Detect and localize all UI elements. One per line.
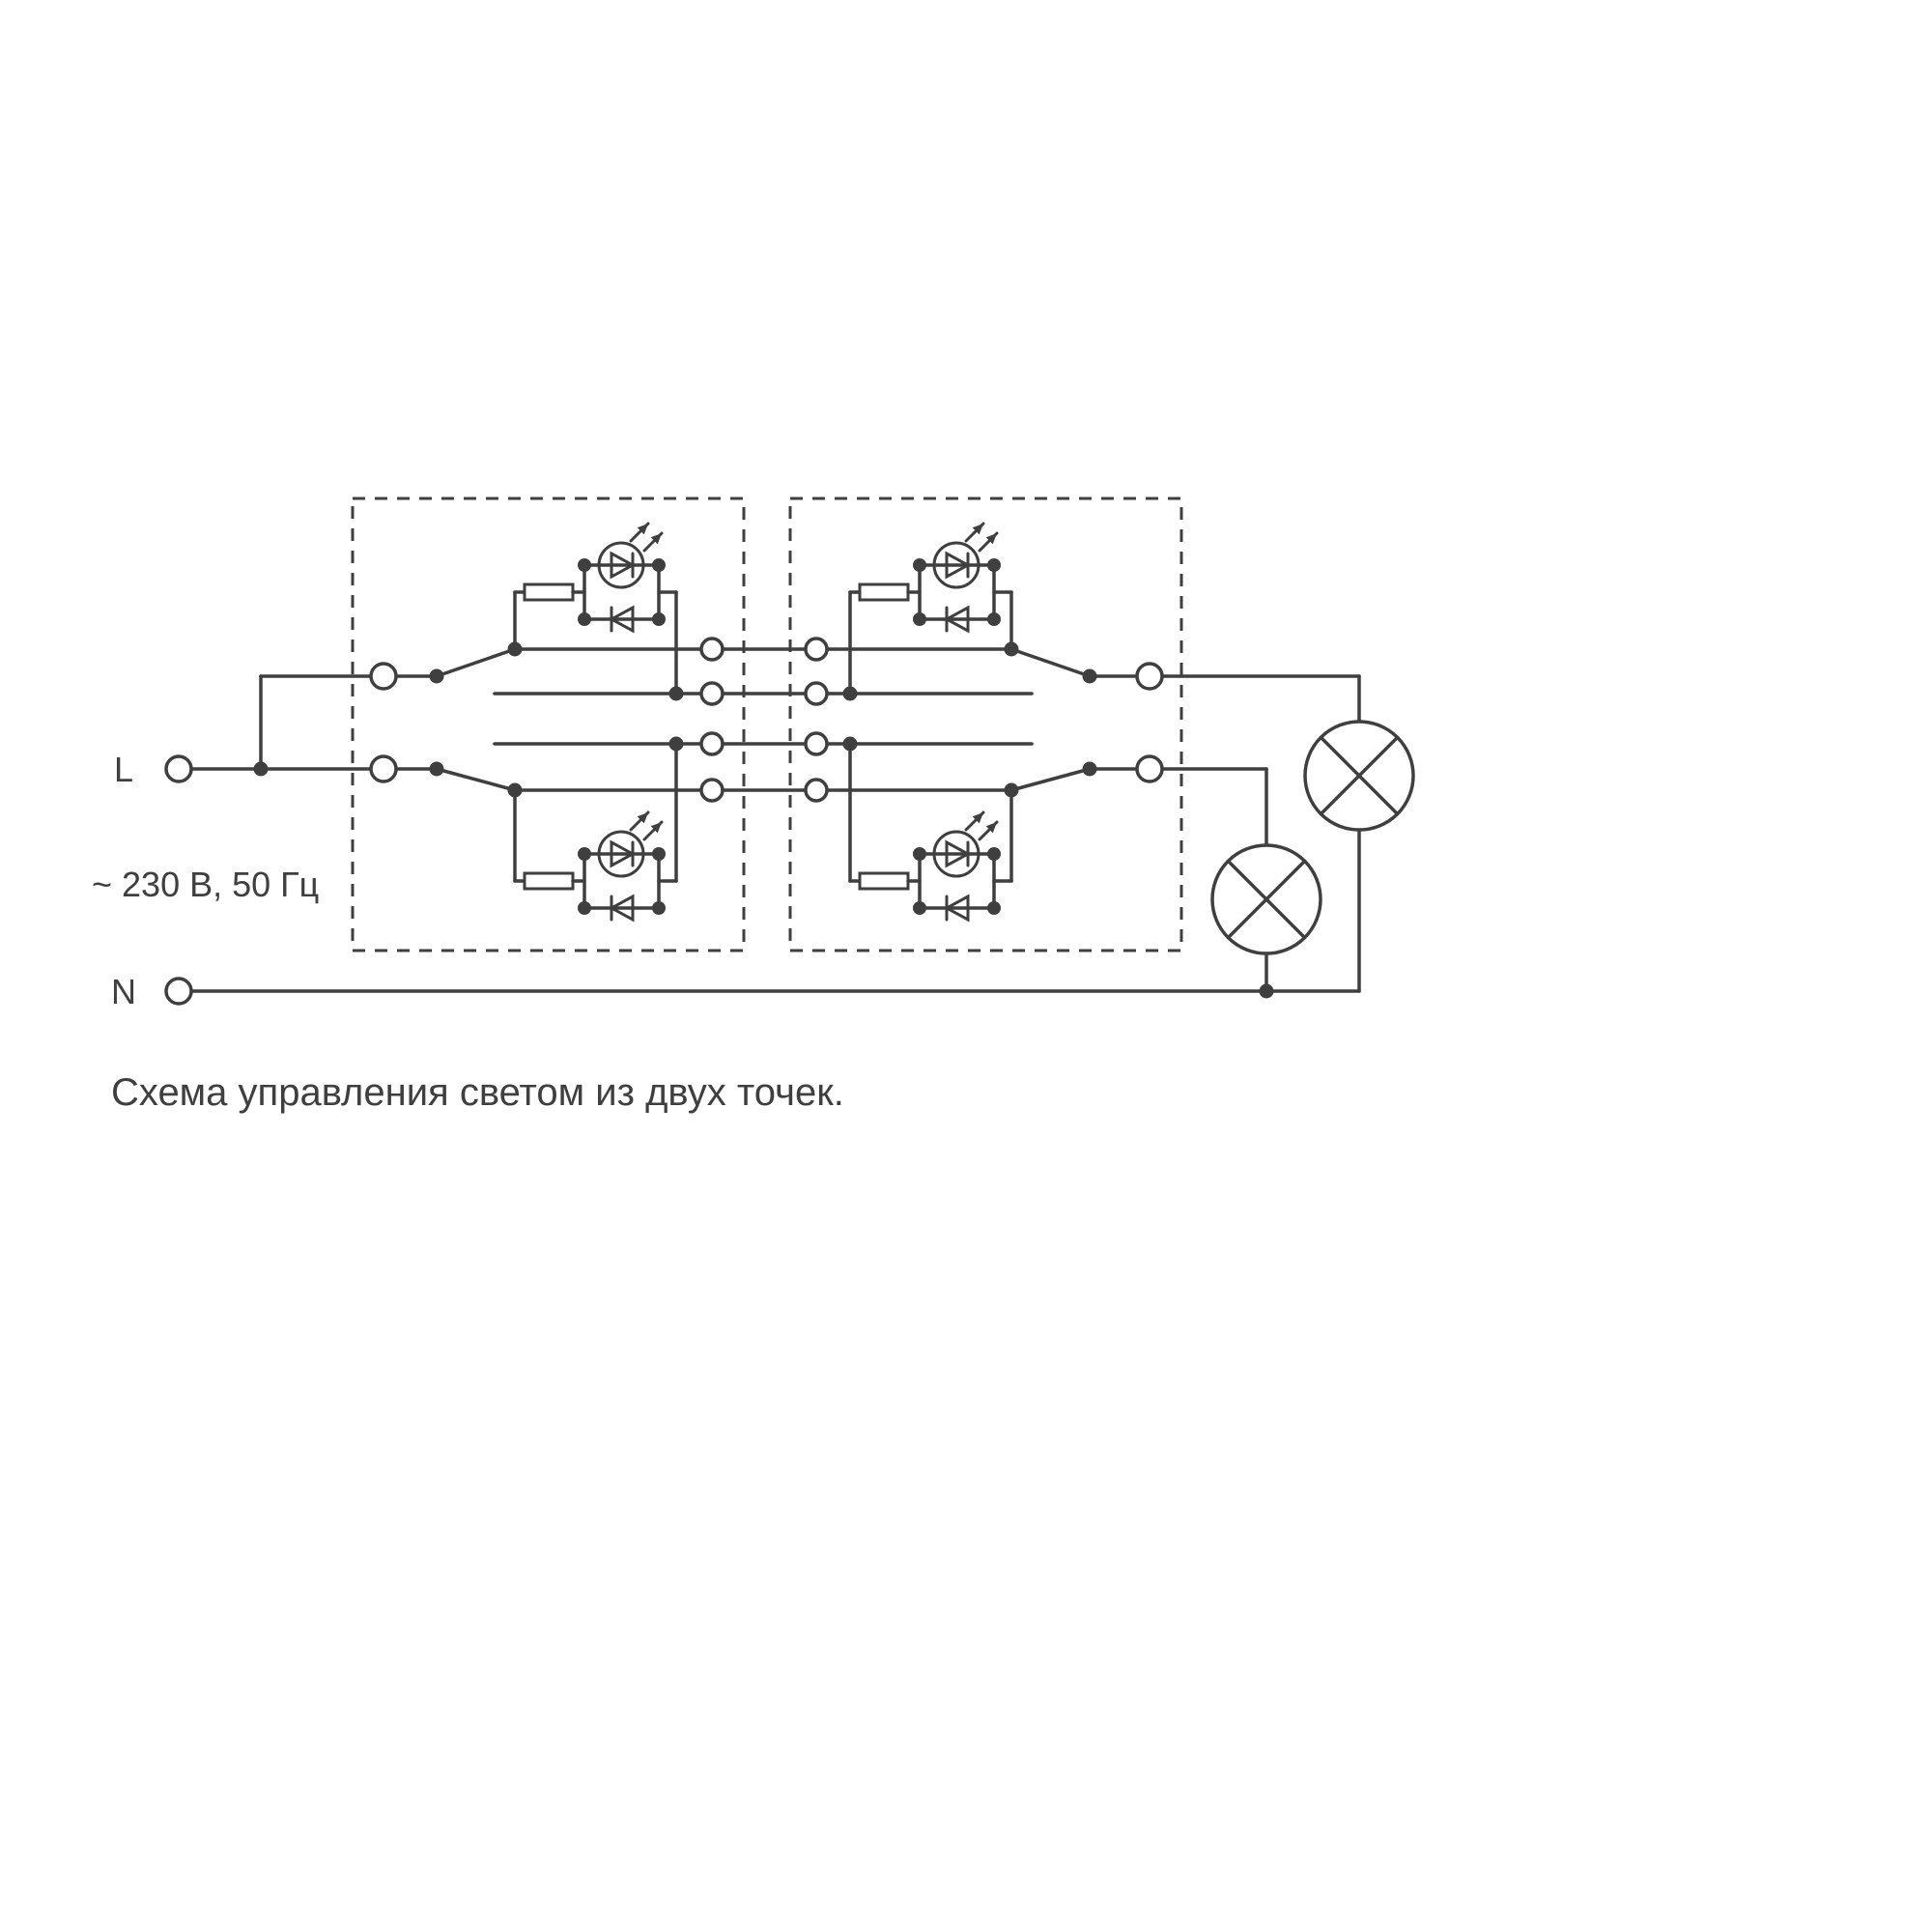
lamp-upper-icon xyxy=(1303,720,1415,832)
switch-blade xyxy=(1009,767,1092,792)
terminal-left-common-lower xyxy=(369,754,398,783)
label-neutral-terminal: N xyxy=(111,972,136,1011)
terminal-n xyxy=(164,977,193,1006)
switch-blade xyxy=(435,767,517,792)
label-line-terminal: L xyxy=(114,750,133,789)
power-input xyxy=(164,674,373,783)
terminal-right-common-upper xyxy=(1135,662,1164,691)
switch-right-pole-lower xyxy=(825,736,1164,921)
junction-dot xyxy=(253,761,269,777)
load-circuit xyxy=(1160,674,1415,993)
terminal-traveller xyxy=(699,681,724,706)
led-indicator-upper-right xyxy=(850,524,1011,631)
terminal-l xyxy=(164,754,193,783)
terminal-traveller xyxy=(699,731,724,756)
switch-left-pole-lower xyxy=(369,736,703,921)
terminal-traveller xyxy=(804,731,829,756)
label-voltage-rating: ~ 230 В, 50 Гц xyxy=(92,865,319,904)
lamp-lower-icon xyxy=(1210,843,1322,955)
terminal-traveller xyxy=(804,681,829,706)
switch-unit-right xyxy=(788,497,1183,952)
led-indicator-upper-left xyxy=(515,524,676,631)
neutral-line xyxy=(164,977,1361,1006)
switch-blade xyxy=(1009,647,1092,678)
traveller-links xyxy=(721,647,808,792)
terminal-traveller xyxy=(699,637,724,662)
terminal-traveller xyxy=(804,778,829,803)
led-indicator-lower-left xyxy=(515,812,676,920)
terminal-right-common-lower xyxy=(1135,754,1164,783)
switch-blade xyxy=(435,647,517,678)
switch-right-pole-upper xyxy=(825,524,1164,701)
switch-left-pole-upper xyxy=(369,524,703,701)
switch-unit-left xyxy=(351,497,746,952)
terminal-left-common-upper xyxy=(369,662,398,691)
terminal-traveller xyxy=(699,778,724,803)
terminal-traveller xyxy=(804,637,829,662)
diagram-caption: Схема управления светом из двух точек. xyxy=(111,1071,844,1114)
led-indicator-lower-right xyxy=(850,812,1011,920)
